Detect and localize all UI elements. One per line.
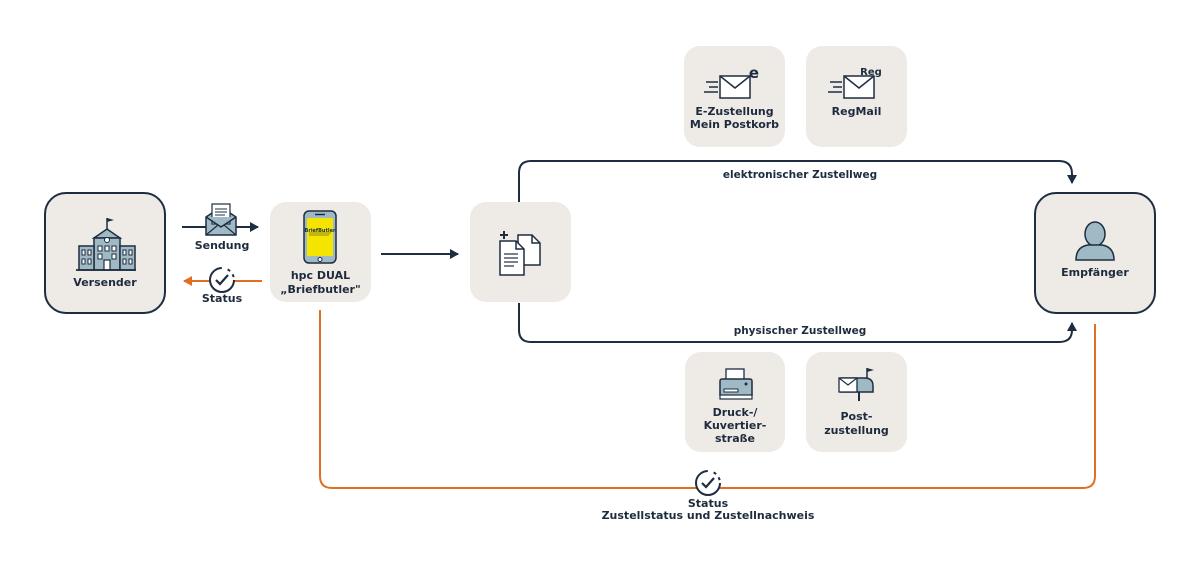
hpc-dual-label-1: hpc DUAL	[290, 269, 351, 282]
electronic-route-label: elektronischer Zustellweg	[722, 169, 878, 181]
e-zustellung-node: e E-Zustellung Mein Postkorb	[684, 46, 785, 147]
status-check-icon	[209, 267, 235, 293]
hpc-dual-label-2: „Briefbutler"	[280, 283, 361, 296]
recipient-node: Empfänger	[1034, 192, 1156, 314]
e-zustellung-label-1: E-Zustellung	[695, 105, 774, 118]
documents-copy-icon	[499, 231, 541, 276]
regmail-node: Reg RegMail	[806, 46, 907, 147]
mailbox-icon	[838, 368, 874, 401]
printer-icon	[719, 368, 753, 400]
regmail-label: RegMail	[831, 105, 882, 118]
postal-delivery-label-1: Post-	[840, 410, 873, 423]
smartphone-icon	[303, 210, 337, 264]
svg-text:Reg: Reg	[860, 67, 882, 78]
postal-delivery-label-2: zustellung	[824, 424, 889, 437]
print-street-label-3: straße	[714, 432, 756, 445]
print-street-node: Druck-/ Kuvertier- straße	[685, 352, 785, 452]
print-street-label-1: Druck-/	[712, 406, 758, 419]
physical-route-line	[518, 303, 1077, 343]
electronic-route-line	[518, 160, 1077, 202]
sender-node: Versender	[44, 192, 166, 314]
status-left-label: Status	[201, 292, 243, 305]
school-building-icon	[76, 218, 136, 271]
status-bottom-label: Status	[687, 497, 729, 510]
postal-delivery-node: Post- zustellung	[806, 352, 907, 452]
sender-label: Versender	[73, 276, 137, 289]
letter-envelope-icon	[205, 203, 237, 236]
person-icon	[1075, 221, 1115, 261]
print-street-label-2: Kuvertier-	[703, 419, 767, 432]
processing-node	[470, 202, 571, 302]
status-bottom-detail-label: Zustellstatus und Zustellnachweis	[601, 509, 815, 522]
svg-text:e: e	[749, 66, 759, 82]
recipient-label: Empfänger	[1061, 266, 1129, 279]
physical-route-label: physischer Zustellweg	[733, 325, 867, 337]
briefbutler-logo: BriefButler	[305, 228, 336, 234]
e-zustellung-label-2: Mein Postkorb	[689, 118, 780, 131]
sendung-label: Sendung	[194, 239, 250, 252]
status-check-icon-bottom	[695, 470, 721, 496]
reg-mail-icon: Reg	[828, 67, 882, 99]
svg-text:BriefButler: BriefButler	[305, 228, 336, 234]
e-mail-fast-icon: e	[704, 66, 759, 99]
hpc-dual-node: BriefButler hpc DUAL „Briefbutler"	[270, 202, 371, 302]
